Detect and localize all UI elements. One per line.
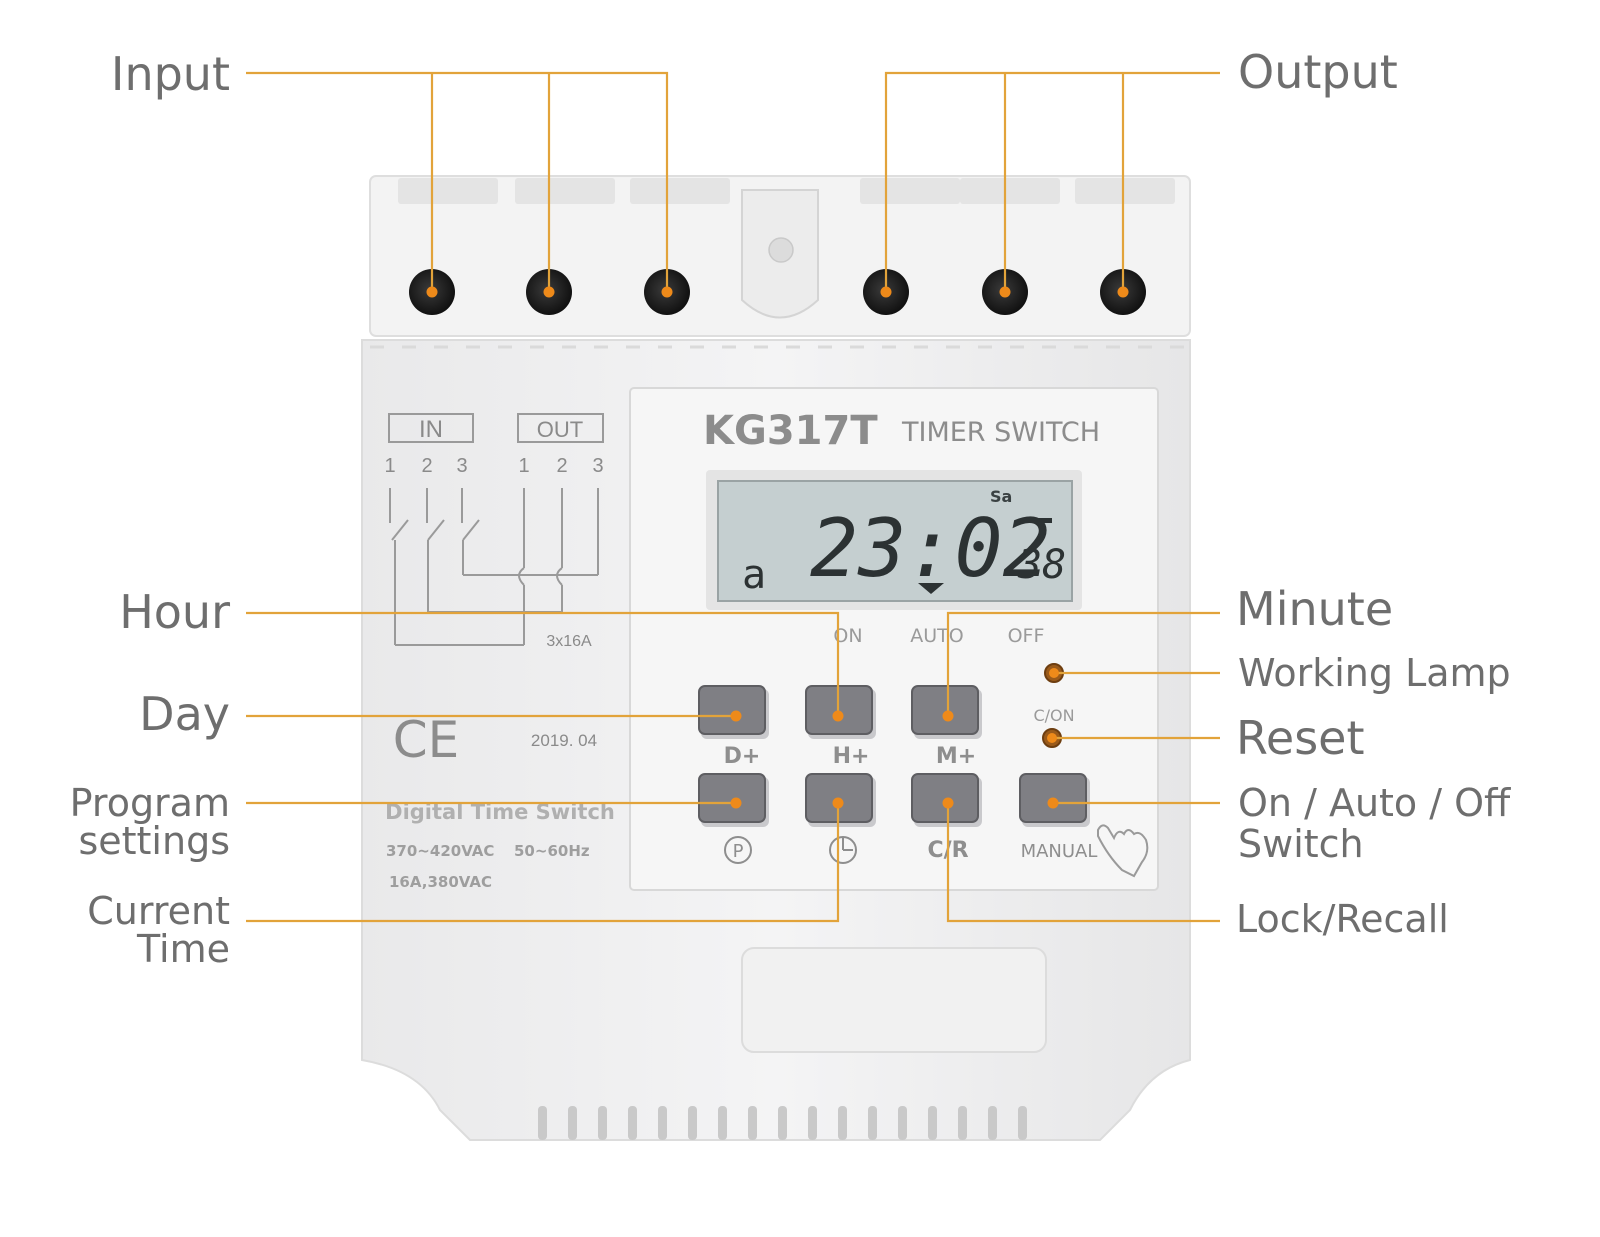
out-box: [517, 413, 604, 443]
out-number-2: 2: [556, 455, 567, 477]
lcd-pointer-icon: [918, 583, 944, 594]
in-number-1: 1: [384, 455, 395, 477]
in-box: [388, 413, 474, 443]
button-hour-label: H+: [833, 744, 870, 769]
out-label: OUT: [537, 417, 583, 442]
callout-output: Output: [1238, 45, 1398, 99]
model-number: KG317T: [703, 408, 878, 454]
current-spec: 16A,380VAC: [389, 873, 492, 891]
mode-on-label: ON: [833, 625, 862, 647]
lcd-program-number: a: [742, 552, 766, 598]
lcd-seconds: 38: [1017, 542, 1066, 588]
button-program-label: P: [733, 841, 744, 862]
callout-reset: Reset: [1236, 711, 1365, 765]
callout-hour: Hour: [119, 585, 230, 639]
wiring-diagram: [388, 413, 604, 646]
lcd-day-indicator: Sa: [990, 487, 1012, 506]
cover-recess: [741, 947, 1047, 1053]
callout-lock-recall: Lock/Recall: [1236, 897, 1449, 941]
product-title: TIMER SWITCH: [901, 417, 1100, 448]
button-minute-label: M+: [936, 744, 976, 769]
vent-slots: [538, 1106, 1027, 1140]
callout-on-auto-off-line2: Switch: [1238, 822, 1364, 866]
callout-current-line1: Current: [87, 889, 230, 933]
callout-day: Day: [139, 687, 230, 741]
clip-pin: [768, 237, 794, 263]
out-number-1: 1: [518, 455, 529, 477]
callout-on-auto-off-line1: On / Auto / Off: [1238, 781, 1511, 825]
callout-input: Input: [111, 47, 230, 101]
mode-auto-label: AUTO: [910, 625, 963, 647]
clock-icon: [829, 836, 857, 864]
frequency-spec: 50~60Hz: [514, 842, 590, 860]
leader-dots: [426, 286, 1129, 809]
in-label: IN: [419, 416, 443, 443]
ce-mark: CE: [393, 711, 460, 769]
callout-program-line2: settings: [78, 819, 230, 863]
wiring-labels: IN OUT 1 2 3 1 2 3 3x16A: [384, 416, 603, 650]
manufacture-date: 2019. 04: [531, 731, 597, 750]
c-on-label: C/ON: [1033, 706, 1074, 725]
button-day-label: D+: [724, 744, 761, 769]
voltage-spec: 370~420VAC: [386, 842, 494, 860]
out-number-3: 3: [592, 455, 603, 477]
callout-minute: Minute: [1236, 582, 1393, 636]
callout-current-line2: Time: [136, 927, 230, 971]
program-circle-icon: [724, 836, 752, 864]
rating-small: 3x16A: [546, 633, 592, 650]
lcd-screen: [717, 480, 1073, 602]
button-manual-label: MANUAL: [1021, 841, 1098, 862]
callout-program-line1: Program: [70, 781, 230, 825]
mode-off-label: OFF: [1008, 625, 1045, 647]
lcd-bar-indicator: [1028, 518, 1052, 523]
callout-working-lamp: Working Lamp: [1238, 651, 1511, 695]
hand-pointer-icon: [1097, 824, 1149, 878]
lcd-time: 23:02: [810, 502, 1051, 595]
in-number-3: 3: [456, 455, 467, 477]
device-body: [361, 175, 1191, 1141]
leader-lines: [246, 71, 1220, 923]
in-number-2: 2: [421, 455, 432, 477]
callout-labels: Input Output Hour Minute Day Working Lam…: [70, 45, 1511, 971]
